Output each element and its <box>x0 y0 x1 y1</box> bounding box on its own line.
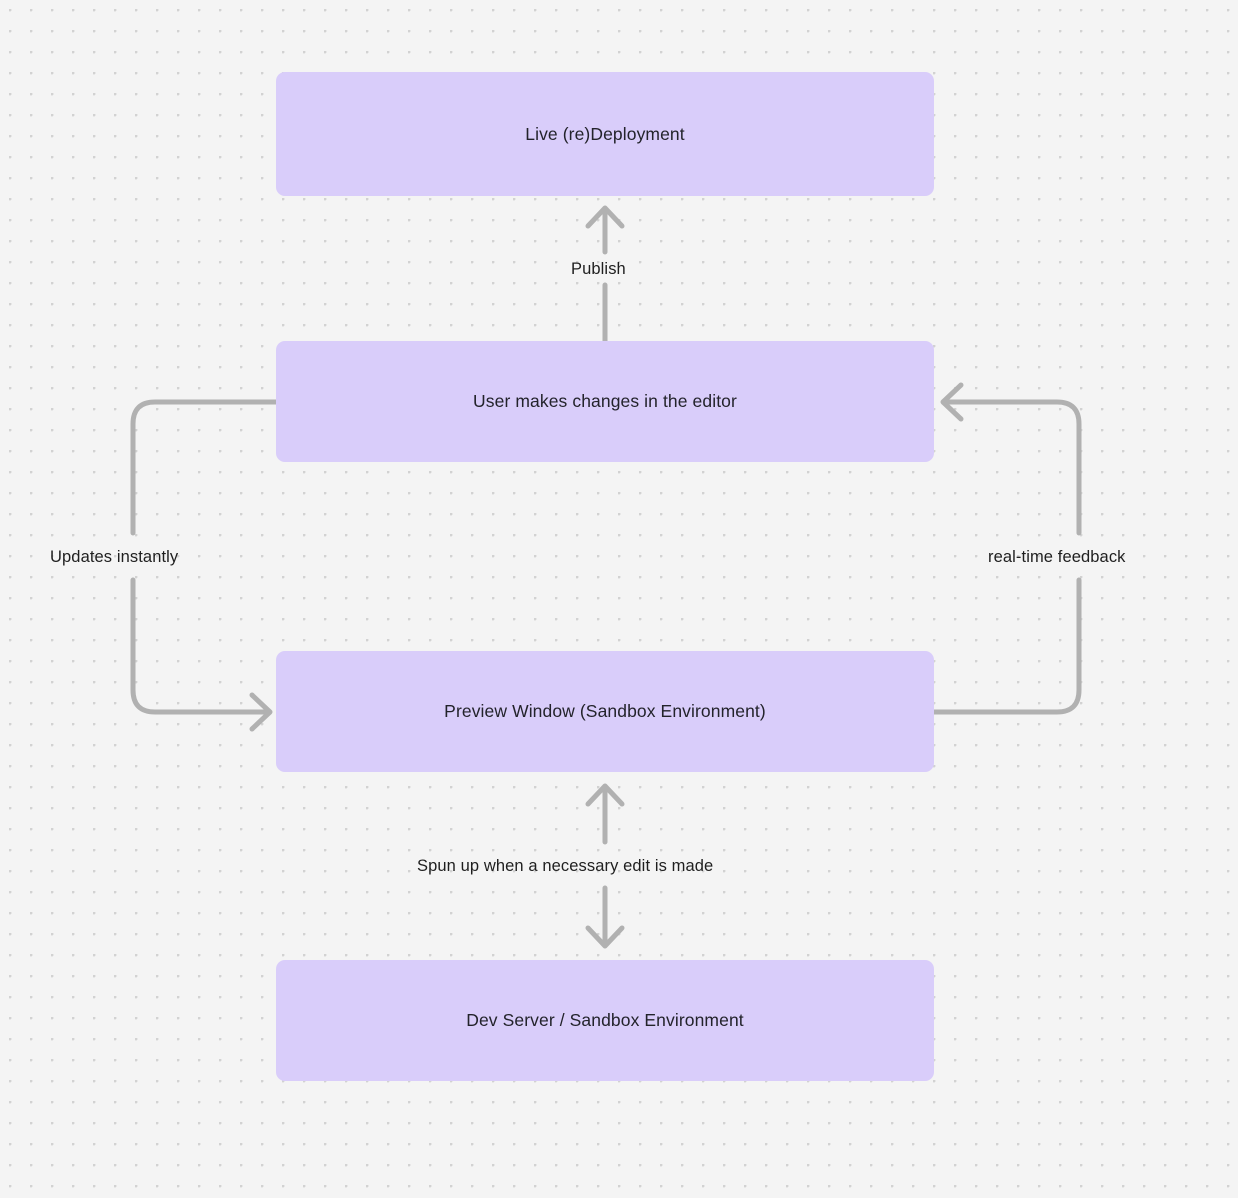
edge-updates-lower-segment <box>130 577 272 715</box>
node-preview-window[interactable]: Preview Window (Sandbox Environment) <box>276 651 934 772</box>
edge-realtime-upper-segment <box>941 399 1082 536</box>
node-dev-server[interactable]: Dev Server / Sandbox Environment <box>276 960 934 1081</box>
node-user-makes-changes[interactable]: User makes changes in the editor <box>276 341 934 462</box>
node-live-redeployment-label: Live (re)Deployment <box>525 123 685 144</box>
edge-realtime-arrowhead-icon <box>940 382 964 422</box>
edge-updates-arrowhead-icon <box>249 692 273 732</box>
edge-realtime-lower-segment <box>931 577 1082 715</box>
edge-real-time-feedback <box>931 382 1082 715</box>
edge-updates-instantly <box>130 399 279 732</box>
edge-updates-upper-segment <box>130 399 279 536</box>
edge-publish <box>585 205 625 344</box>
edge-spun-up <box>585 783 625 949</box>
edge-publish-arrowhead-icon <box>585 205 625 229</box>
node-live-redeployment[interactable]: Live (re)Deployment <box>276 72 934 196</box>
edge-spunup-arrowhead-up-icon <box>585 783 625 807</box>
node-dev-server-label: Dev Server / Sandbox Environment <box>466 1010 744 1031</box>
edge-label-real-time-feedback: real-time feedback <box>988 548 1126 566</box>
edge-label-spun-up: Spun up when a necessary edit is made <box>417 857 714 875</box>
edge-label-updates-instantly: Updates instantly <box>50 548 179 566</box>
edge-label-publish: Publish <box>571 260 626 278</box>
node-user-makes-changes-label: User makes changes in the editor <box>473 391 737 412</box>
node-preview-window-label: Preview Window (Sandbox Environment) <box>444 701 766 722</box>
edge-spunup-arrowhead-down-icon <box>585 925 625 949</box>
